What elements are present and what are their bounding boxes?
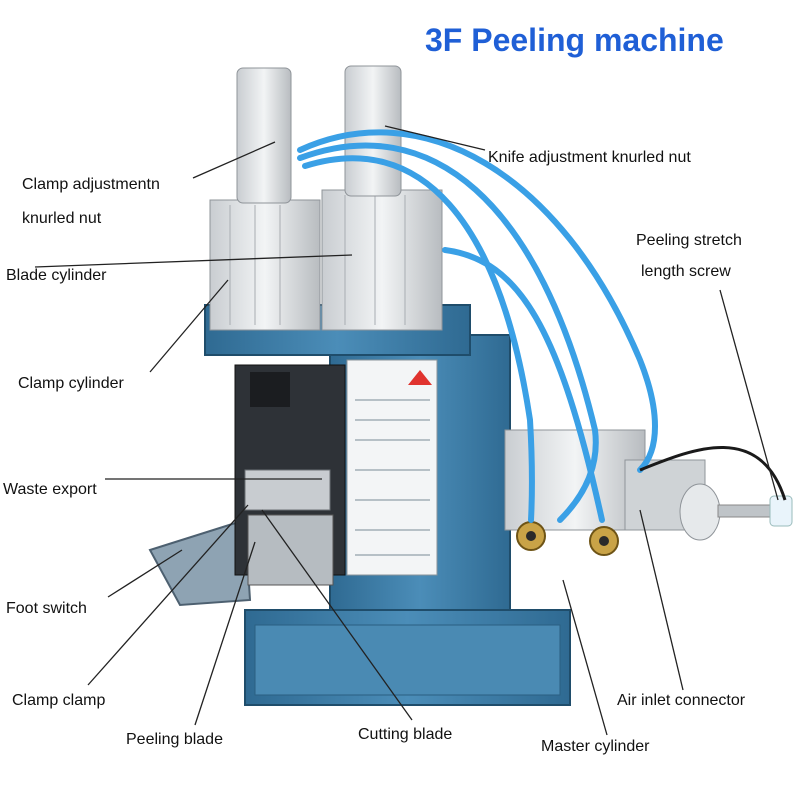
base-plate: [244, 609, 571, 706]
label-waste-export: Waste export: [3, 481, 97, 498]
page-title: 3F Peeling machine: [425, 22, 724, 58]
air-inlet-cable: [639, 446, 787, 501]
label-air-inlet-connector: Air inlet connector: [617, 692, 746, 709]
label-clamp-clamp: Clamp clamp: [12, 692, 106, 709]
info-plate: [346, 359, 438, 576]
label-peeling-blade: Peeling blade: [126, 731, 223, 748]
waste-export-chute: [244, 469, 331, 511]
label-clamp-adjustment-line1: Clamp adjustmentn: [22, 176, 160, 193]
foot-switch-pedal: [148, 518, 252, 607]
air-fittings: [516, 521, 619, 556]
label-cutting-blade: Cutting blade: [358, 726, 453, 743]
master-cylinder: [504, 429, 793, 541]
blade-cylinder-block: [321, 189, 443, 331]
clamp-knurled-nut: [236, 67, 292, 204]
label-peeling-stretch-line1: Peeling stretch: [636, 232, 742, 249]
label-clamp-adjustment-line2: knurled nut: [22, 210, 102, 227]
label-master-cylinder: Master cylinder: [541, 738, 650, 755]
label-foot-switch: Foot switch: [6, 600, 87, 617]
label-peeling-stretch-line2: length screw: [641, 263, 731, 280]
label-knife-adjustment: Knife adjustment knurled nut: [488, 149, 691, 166]
air-tubing: [297, 129, 658, 523]
label-blade-cylinder: Blade cylinder: [6, 267, 107, 284]
label-clamp-cylinder: Clamp cylinder: [18, 375, 124, 392]
leader-lines: [34, 125, 779, 736]
clamp-cylinder-block: [209, 199, 321, 331]
